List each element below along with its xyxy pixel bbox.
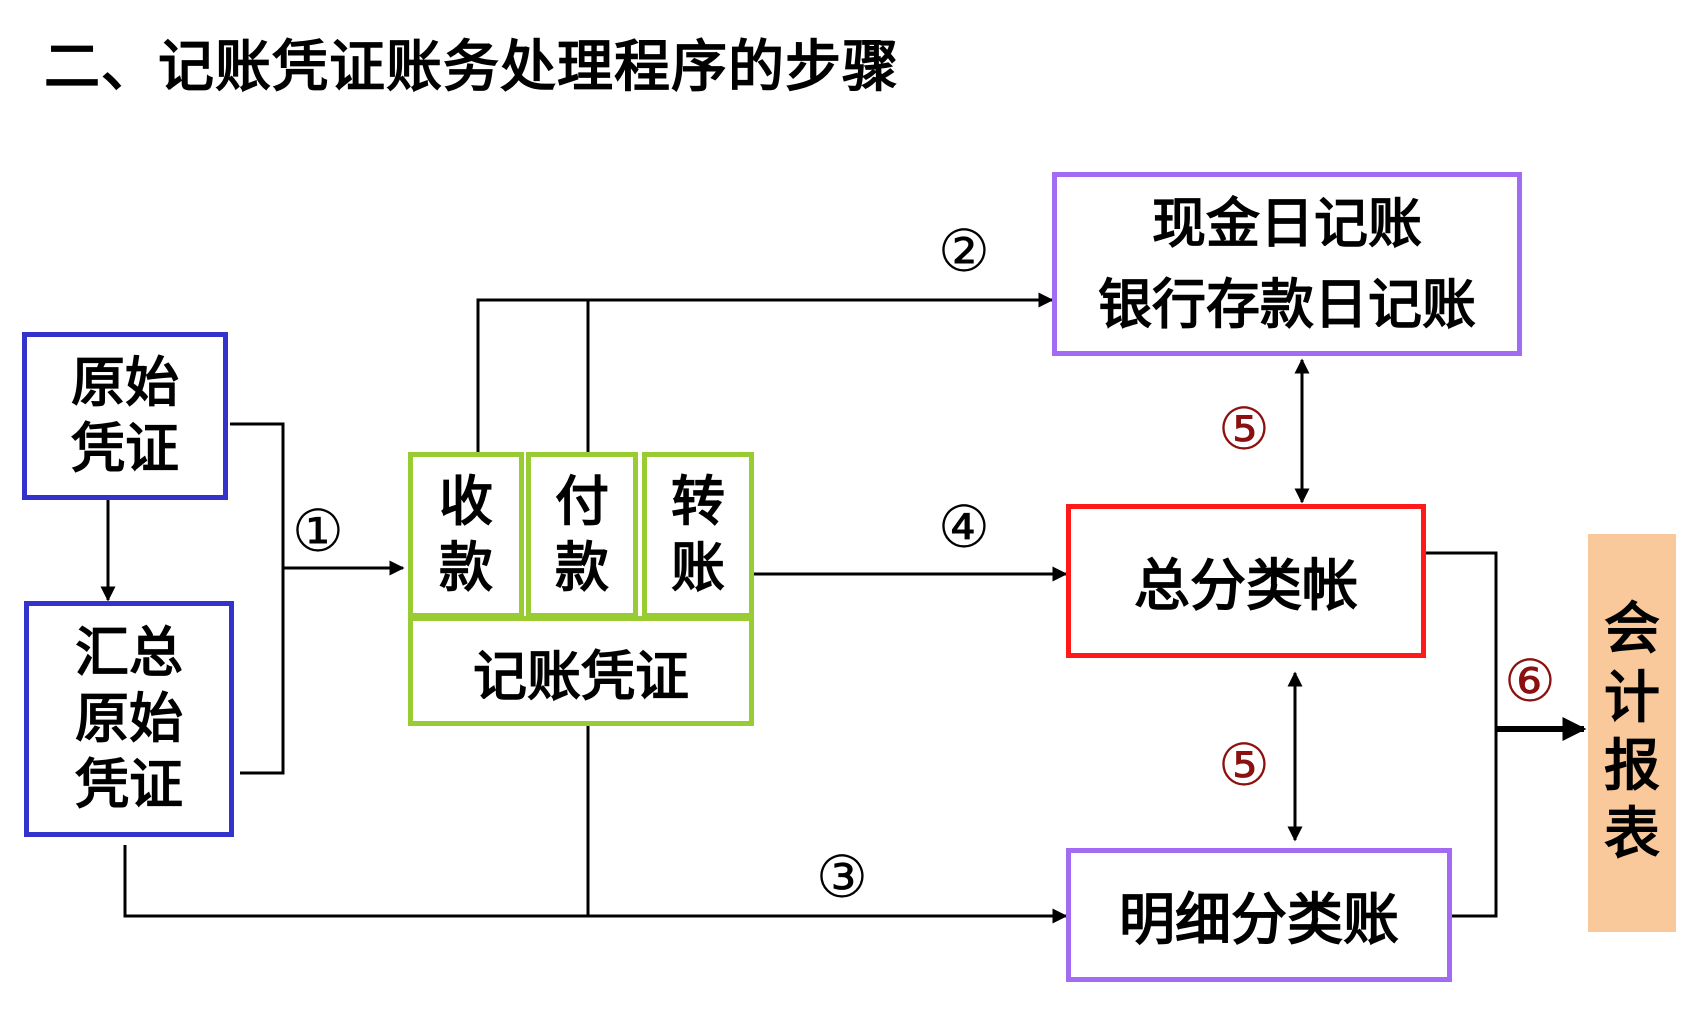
summary-voucher-box: 汇总 原始 凭证 [24, 601, 234, 837]
original-voucher-line-2: 凭证 [71, 417, 179, 480]
report-char-1: 会 [1604, 597, 1660, 663]
payment-voucher-line-2: 款 [555, 536, 609, 599]
summary-voucher-line-1: 汇总 [75, 621, 183, 685]
receipt-voucher-line-1: 收 [439, 470, 493, 534]
summary-voucher-line-2: 原始 [75, 687, 183, 751]
step-5-marker-bottom: ⑤ [1218, 731, 1270, 799]
report-char-2: 计 [1604, 665, 1660, 731]
step-4-marker: ④ [938, 493, 990, 561]
payment-voucher-line-1: 付 [555, 470, 609, 534]
summary-voucher-line-3: 凭证 [75, 752, 183, 816]
journals-box: 现金日记账 银行存款日记账 [1052, 172, 1522, 356]
voucher-label-box: 记账凭证 [408, 616, 754, 726]
receipt-voucher-line-2: 款 [439, 536, 493, 599]
payment-voucher-box: 付 款 [526, 452, 638, 618]
receipt-voucher-box: 收 款 [408, 452, 524, 618]
transfer-voucher-line-1: 转 [671, 470, 725, 534]
page-title: 二、记账凭证账务处理程序的步骤 [44, 35, 899, 100]
general-ledger-label: 总分类帐 [1134, 553, 1358, 619]
transfer-voucher-line-2: 账 [671, 536, 725, 599]
connector-step3 [123, 845, 1068, 924]
journal-cash: 现金日记账 [1152, 192, 1422, 255]
bracket-sources [230, 422, 285, 775]
voucher-label: 记账凭证 [473, 644, 689, 708]
step-5-marker-top: ⑤ [1218, 395, 1270, 463]
step-6-marker: ⑥ [1504, 647, 1556, 715]
bracket-ledgers [1426, 551, 1498, 918]
step-1-marker: ① [292, 497, 344, 565]
general-ledger-box: 总分类帐 [1066, 504, 1426, 658]
original-voucher-box: 原始 凭证 [22, 332, 228, 500]
connector-step2 [476, 292, 1054, 452]
step-3-marker: ③ [816, 843, 868, 911]
original-voucher-line-1: 原始 [71, 351, 179, 415]
accounting-report-box: 会 计 报 表 [1588, 534, 1676, 932]
subsidiary-ledger-box: 明细分类账 [1066, 848, 1452, 982]
report-char-4: 表 [1604, 802, 1660, 868]
transfer-voucher-box: 转 账 [642, 452, 754, 618]
subsidiary-ledger-label: 明细分类账 [1119, 887, 1399, 953]
step-2-marker: ② [938, 217, 990, 285]
report-char-3: 报 [1604, 734, 1660, 799]
journal-bank: 银行存款日记账 [1098, 273, 1476, 336]
